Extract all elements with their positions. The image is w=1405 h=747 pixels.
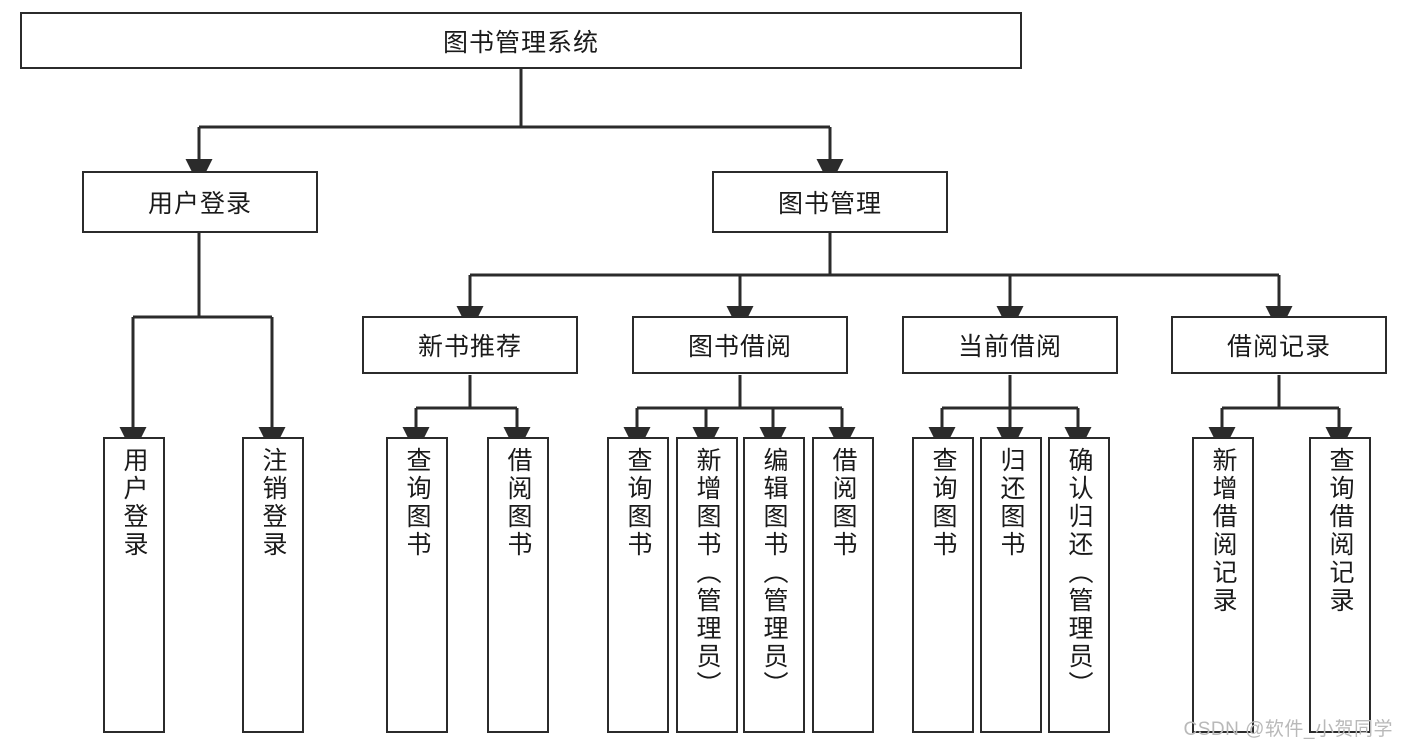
leaf-label: 查询图书 (624, 447, 652, 559)
leaf-record-add-record[interactable]: 新增借阅记录 (1192, 437, 1254, 733)
leaf-recommend-query-book[interactable]: 查询图书 (386, 437, 448, 733)
leaf-borrow-borrow-book[interactable]: 借阅图书 (812, 437, 874, 733)
node-user-login[interactable]: 用户登录 (82, 171, 318, 233)
leaf-label: 编辑图书（管理员） (760, 447, 788, 699)
leaf-label: 归还图书 (997, 447, 1025, 559)
leaf-label: 借阅图书 (504, 447, 532, 559)
leaf-borrow-edit-book-admin[interactable]: 编辑图书（管理员） (743, 437, 805, 733)
leaf-label: 确认归还（管理员） (1065, 447, 1093, 699)
leaf-label: 查询图书 (929, 447, 957, 559)
leaf-label: 新增借阅记录 (1209, 447, 1237, 615)
node-user-login-label: 用户登录 (147, 190, 252, 218)
leaf-user-login-login[interactable]: 用户登录 (103, 437, 165, 733)
node-book-management-label: 图书管理 (777, 190, 882, 218)
leaf-current-query-book[interactable]: 查询图书 (912, 437, 974, 733)
leaf-label: 借阅图书 (829, 447, 857, 559)
node-new-book-recommend-label: 新书推荐 (417, 333, 522, 361)
node-new-book-recommend[interactable]: 新书推荐 (362, 316, 578, 374)
leaf-record-query-record[interactable]: 查询借阅记录 (1309, 437, 1371, 733)
leaf-current-return-book[interactable]: 归还图书 (980, 437, 1042, 733)
leaf-current-confirm-return-admin[interactable]: 确认归还（管理员） (1048, 437, 1110, 733)
leaf-label: 查询借阅记录 (1326, 447, 1354, 615)
node-borrow-record[interactable]: 借阅记录 (1171, 316, 1387, 374)
node-book-borrow-label: 图书借阅 (687, 333, 792, 361)
node-book-borrow[interactable]: 图书借阅 (632, 316, 848, 374)
node-current-borrow[interactable]: 当前借阅 (902, 316, 1118, 374)
leaf-borrow-query-book[interactable]: 查询图书 (607, 437, 669, 733)
node-root[interactable]: 图书管理系统 (20, 12, 1022, 69)
node-root-label: 图书管理系统 (442, 28, 599, 57)
leaf-borrow-add-book-admin[interactable]: 新增图书（管理员） (676, 437, 738, 733)
node-borrow-record-label: 借阅记录 (1226, 333, 1331, 361)
node-book-management[interactable]: 图书管理 (712, 171, 948, 233)
leaf-label: 新增图书（管理员） (693, 447, 721, 699)
csdn-watermark: CSDN @软件_小贺同学 (1183, 719, 1393, 740)
leaf-label: 用户登录 (120, 447, 148, 559)
leaf-label: 查询图书 (403, 447, 431, 559)
leaf-label: 注销登录 (259, 447, 287, 559)
leaf-user-login-logout[interactable]: 注销登录 (242, 437, 304, 733)
leaf-recommend-borrow-book[interactable]: 借阅图书 (487, 437, 549, 733)
node-current-borrow-label: 当前借阅 (957, 333, 1062, 361)
